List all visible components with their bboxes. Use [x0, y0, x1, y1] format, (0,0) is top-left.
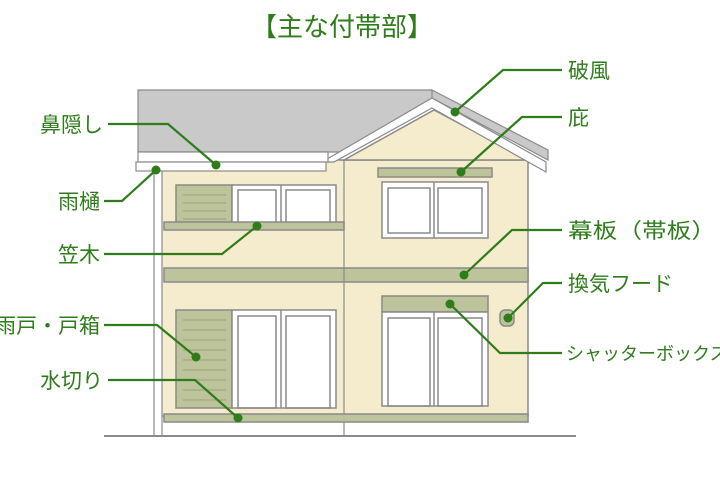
band-board [163, 267, 529, 283]
label-shutter: シャッターボックス [566, 344, 720, 365]
upper-left-window [231, 184, 337, 226]
barge-board [319, 97, 547, 174]
downspout [153, 170, 163, 437]
shutter-box [381, 295, 489, 313]
label-mizukiri: 水切り [40, 369, 103, 393]
label-amado: 雨戸・戸箱 [0, 314, 100, 338]
label-kasagi: 笠木 [58, 243, 100, 267]
eave-canopy [377, 167, 493, 178]
label-amadoi: 雨樋 [58, 190, 100, 214]
fascia-board [137, 151, 329, 163]
lower-right-window [381, 311, 489, 407]
leader-lines [104, 68, 562, 423]
label-hisashi: 庇 [568, 106, 589, 130]
label-hafu: 破風 [568, 59, 610, 83]
drip-flashing [163, 413, 529, 423]
gutter [135, 161, 327, 172]
upper-shutter [175, 184, 233, 226]
label-hanakakushi: 鼻隠し [40, 113, 103, 137]
lower-shutter [175, 309, 233, 409]
upper-right-window [381, 181, 489, 239]
label-kankifood: 換気フード [568, 272, 673, 296]
lower-left-window [231, 309, 337, 409]
diagram-title: 【主な付帯部】 [251, 13, 433, 43]
house-illustration [104, 89, 576, 437]
label-makuita: 幕板（帯板） [568, 219, 716, 243]
